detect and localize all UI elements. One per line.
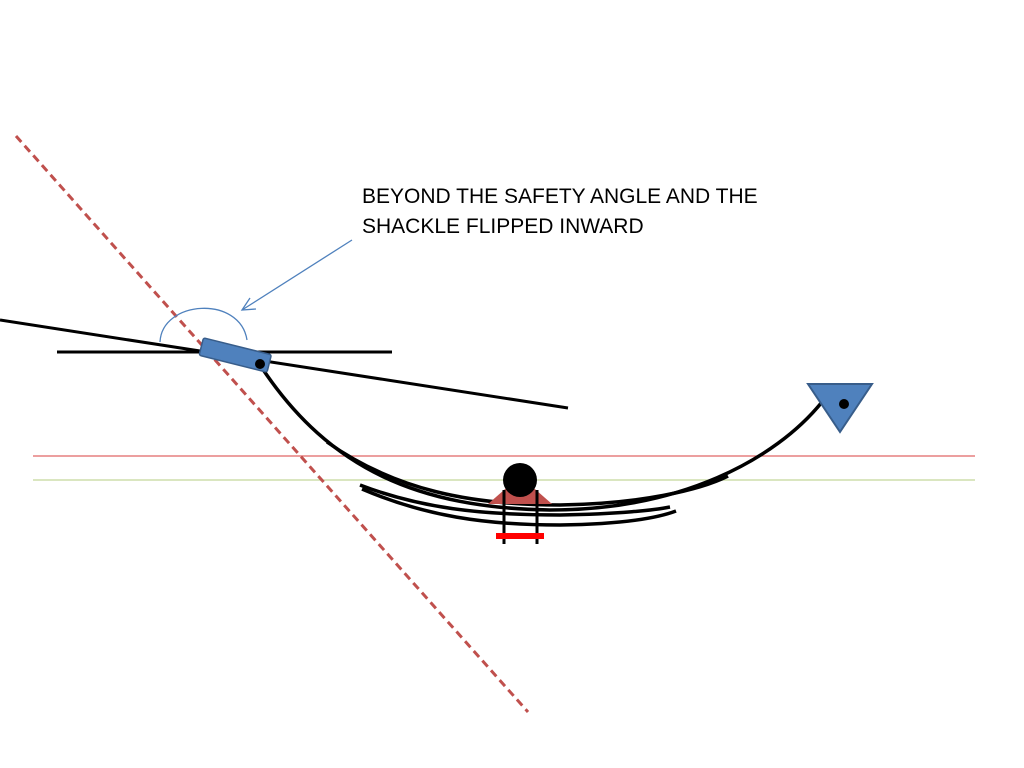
u-bolt-plate [496, 533, 544, 539]
annotation-line-2: SHACKLE FLIPPED INWARD [362, 215, 644, 238]
leaf-3 [359, 483, 671, 517]
shackle-bracket [198, 337, 272, 373]
annotation-line-1: BEYOND THE SAFETY ANGLE AND THE [362, 185, 758, 208]
main-leaf [260, 367, 824, 512]
rear-hanger-pivot [839, 399, 849, 409]
callout-arrowhead [240, 297, 257, 311]
shackle-pivot [255, 359, 265, 369]
safety-angle-line [14, 135, 530, 713]
leaf-2 [325, 440, 729, 507]
leaf-4 [361, 487, 677, 527]
angle-arc [159, 307, 248, 343]
rear-hanger [806, 383, 874, 434]
shackle-axis-line [0, 318, 569, 410]
axle-circle [503, 463, 537, 497]
callout-arrow-line [241, 239, 353, 311]
annotation-text: BEYOND THE SAFETY ANGLE AND THE SHACKLE … [362, 182, 782, 242]
